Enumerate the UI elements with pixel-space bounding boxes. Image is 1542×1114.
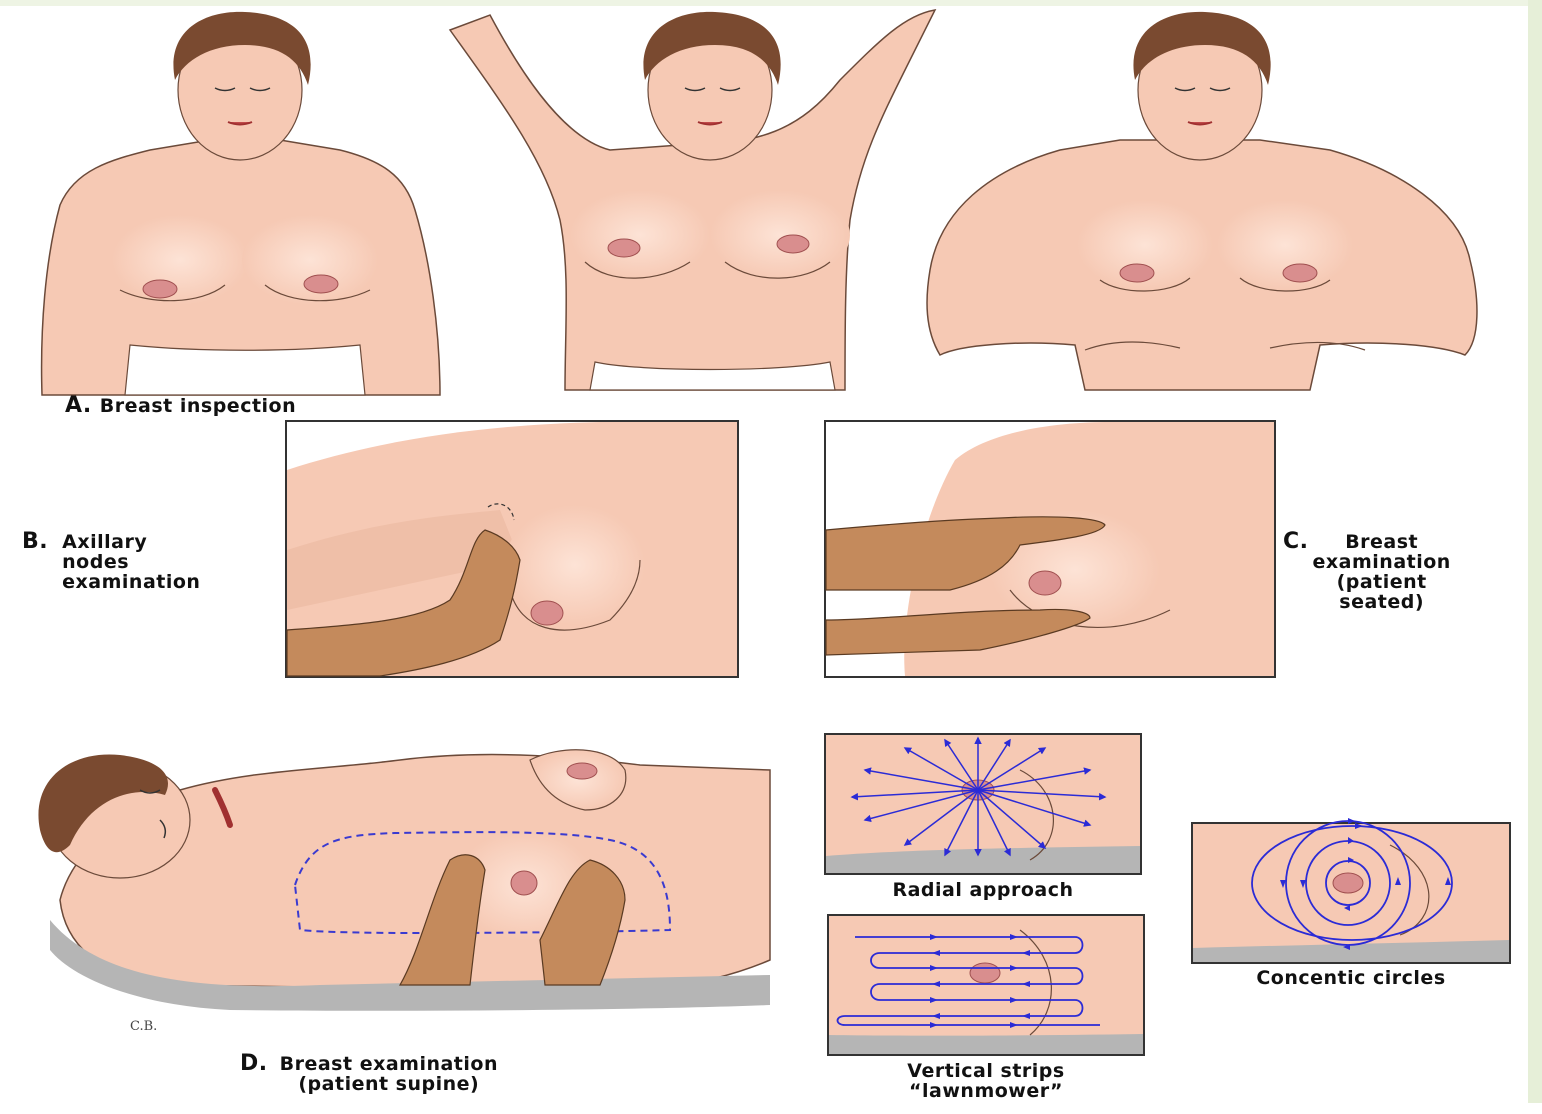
label-c: C. Breast examination (patient seated) xyxy=(1283,512,1451,632)
page-border-top xyxy=(0,0,1542,6)
panel-c-seated xyxy=(825,421,1275,677)
svg-text:C.B.: C.B. xyxy=(130,1019,157,1034)
page-border-right xyxy=(1528,0,1542,1103)
radial-diagram xyxy=(825,734,1141,874)
concentric-diagram xyxy=(1192,818,1510,963)
figure-a-arms-down xyxy=(42,12,440,395)
caption-radial: Radial approach xyxy=(825,880,1141,900)
panel-d-supine: C.B. xyxy=(38,750,770,1034)
label-b: B. Axillary nodes examination xyxy=(22,512,200,612)
panel-b-axillary xyxy=(286,421,738,677)
caption-vertical: Vertical strips “lawnmower” xyxy=(828,1061,1144,1101)
figure-a-arms-raised xyxy=(450,10,935,390)
label-a: A.Breast inspection xyxy=(65,396,296,416)
vertical-strips-diagram xyxy=(828,915,1144,1055)
caption-concentric: Concentic circles xyxy=(1192,968,1510,988)
figure-a-hands-on-hips xyxy=(927,12,1477,390)
label-d: D. Breast examination (patient supine) xyxy=(240,1034,498,1114)
